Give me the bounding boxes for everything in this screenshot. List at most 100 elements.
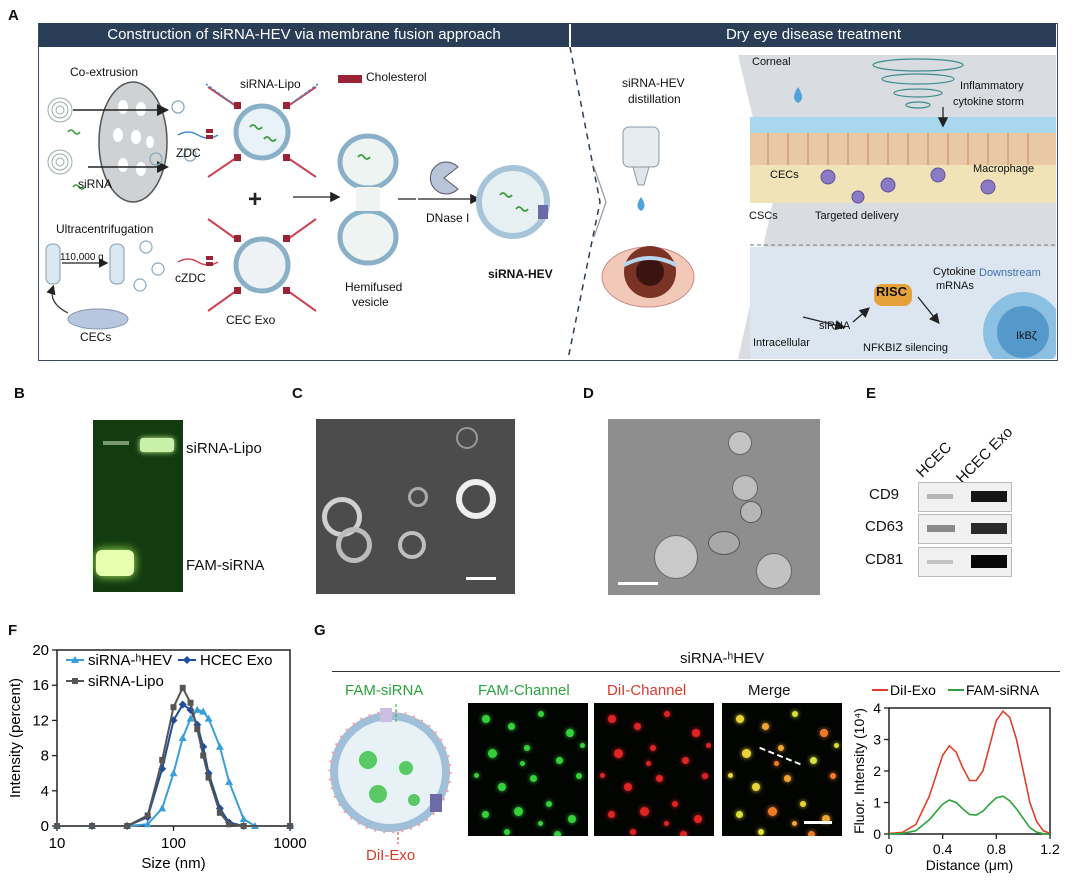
label-col-hcec: HCEC	[912, 438, 956, 481]
x-tick-label: 100	[161, 835, 186, 852]
sirna-lipo-icon	[205, 83, 319, 178]
y-tick-label: 8	[41, 748, 49, 765]
small-vesicles	[149, 100, 197, 166]
label-vesicle: vesicle	[352, 295, 389, 309]
svg-text:+: +	[248, 186, 262, 213]
label-sirna-cell: siRNA	[819, 320, 851, 332]
stroma-layer	[750, 165, 1056, 203]
fluorescent-spot	[810, 757, 817, 764]
fluorescent-spot	[694, 815, 702, 823]
panel-label-e: E	[866, 385, 877, 402]
data-point	[187, 699, 194, 706]
epithelial-cells	[750, 133, 1056, 165]
label-ikb: IkBζ	[1016, 330, 1037, 342]
fluorescent-spot	[474, 773, 479, 778]
merge-image	[722, 703, 842, 836]
fluorescent-spot	[504, 829, 510, 835]
data-point	[204, 714, 213, 722]
label-distill-1: siRNA-HEV	[622, 76, 685, 90]
label-cholesterol: Cholesterol	[366, 70, 427, 84]
label-band-sirna-lipo: siRNA-Lipo	[186, 440, 262, 457]
cytokine-storm-icon	[872, 58, 964, 109]
legend-label: siRNA-Lipo	[88, 673, 164, 690]
x-tick-label: 0.4	[933, 841, 953, 857]
fluorescent-spot	[546, 801, 552, 807]
x-tick-label: 1000	[273, 835, 306, 852]
label-fam-sirna-diagram: FAM-siRNA	[345, 682, 424, 699]
panel-a-right-header: Dry eye disease treatment	[571, 23, 1056, 47]
label-sirna-hev: siRNA-HEV	[488, 267, 553, 281]
label-dnase: DNase I	[426, 211, 470, 225]
fluorescent-spot	[792, 821, 797, 826]
x-tick-label: 10	[49, 835, 66, 852]
label-hemifused: Hemifused	[345, 280, 403, 294]
dil-channel-image	[594, 703, 714, 836]
data-point	[183, 656, 191, 664]
data-point	[159, 757, 166, 763]
panel-g-title-rule	[332, 671, 1060, 672]
y-tick-label: 16	[32, 677, 49, 694]
x-axis-label: Distance (μm)	[926, 857, 1013, 873]
label-mrnas: mRNAs	[936, 280, 974, 292]
data-point	[72, 678, 78, 684]
label-dil-channel: DiI-Channel	[607, 682, 687, 699]
sirna-hev-diagram	[328, 702, 452, 844]
fluorescent-spot	[682, 757, 689, 764]
data-point	[193, 705, 202, 713]
label-nfkbiz: NFKBIZ silencing	[863, 342, 948, 354]
fluorescent-spot	[758, 829, 764, 835]
label-cec-exo: CEC Exo	[226, 313, 276, 327]
label-macrophage: Macrophage	[973, 163, 1035, 175]
cecs-cells-icon	[67, 308, 129, 330]
data-point	[186, 714, 195, 722]
fluorescent-spot	[554, 831, 561, 836]
fluorescent-spot	[656, 775, 663, 782]
data-point	[71, 656, 79, 663]
fluorescent-spot	[568, 815, 576, 823]
separator-dashed	[567, 47, 601, 359]
label-czdc: cZDC	[175, 271, 206, 285]
cec-exo-icon	[207, 218, 317, 312]
label-row-cd9: CD9	[869, 486, 900, 503]
fluorescent-spot	[820, 729, 828, 737]
label-cytokine-storm: cytokine storm	[953, 96, 1024, 108]
panel-label-g: G	[314, 622, 326, 639]
data-point	[178, 734, 187, 741]
fluorescent-spot	[752, 783, 760, 791]
data-point	[178, 700, 187, 709]
fluorescent-spot	[498, 783, 506, 791]
data-point	[158, 804, 167, 812]
y-axis-label: Intensity (percent)	[8, 678, 24, 798]
sirna-hev-icon	[476, 165, 550, 239]
fluorescent-spot	[608, 715, 616, 723]
fluorescent-spot	[672, 801, 678, 807]
fluorescent-spot	[600, 773, 605, 778]
legend-label: FAM-siRNA	[966, 682, 1040, 698]
data-point	[170, 704, 177, 711]
data-point	[199, 707, 208, 715]
fluorescent-spot	[566, 729, 574, 737]
label-col-hcec-exo: HCEC Exo	[952, 423, 1017, 487]
risc-icon	[874, 284, 912, 306]
y-tick-label: 0	[873, 826, 881, 842]
label-sirna: siRNA	[78, 177, 113, 191]
fluorescent-spot	[556, 757, 563, 764]
data-point	[205, 774, 212, 781]
fluorescent-spot	[664, 821, 669, 826]
label-downstream: Downstream	[979, 267, 1041, 279]
label-intracellular: Intracellular	[753, 337, 810, 349]
fluorescent-spot	[640, 807, 649, 816]
blot-cd63	[918, 514, 1012, 544]
eye-drop-bottle-icon	[622, 126, 660, 211]
fluorescent-spot	[508, 723, 515, 730]
fluorescent-spot	[624, 783, 632, 791]
data-point	[124, 823, 131, 829]
fluorescent-spot	[608, 811, 615, 818]
panel-label-d: D	[583, 385, 594, 402]
fluorescent-spot	[650, 745, 656, 751]
legend-label: siRNA-ʰHEV	[88, 652, 172, 669]
fluorescent-spot	[728, 773, 733, 778]
water-drop-icon	[794, 87, 802, 103]
